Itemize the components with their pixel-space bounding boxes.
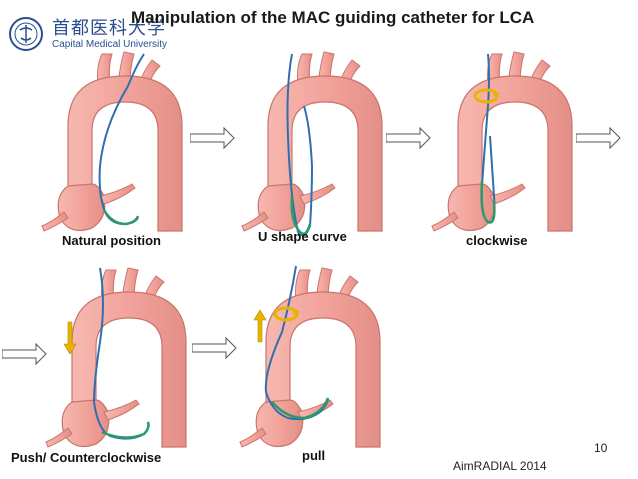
- flow-arrow-icon: [190, 127, 235, 149]
- step-5-label: pull: [302, 448, 326, 463]
- flow-arrow-icon: [192, 337, 237, 359]
- credit-text: AimRADIAL 2014: [453, 459, 547, 473]
- step-4-diagram: [45, 267, 187, 448]
- step-1-label: Natural position: [62, 233, 161, 248]
- flow-arrow-icon: [2, 343, 47, 365]
- university-chinese-name: 首都医科大学: [52, 18, 166, 39]
- counterclockwise-rotation-icon: [111, 374, 123, 385]
- step-3-label: clockwise: [466, 233, 528, 248]
- step-1-diagram: [41, 51, 183, 232]
- pull-arrow-icon: [253, 309, 267, 343]
- step-5-diagram: [239, 265, 381, 448]
- step-2-label: U shape curve: [258, 229, 347, 244]
- step-3-diagram: [431, 51, 573, 232]
- step-2-diagram: [241, 51, 383, 236]
- university-english-name: Capital Medical University: [52, 39, 168, 50]
- page-number: 10: [594, 441, 608, 455]
- catheter-tip: [102, 209, 140, 226]
- slide-title: Manipulation of the MAC guiding catheter…: [131, 8, 535, 27]
- university-logo: 首都医科大学 Capital Medical University: [8, 14, 167, 56]
- university-seal-icon: [9, 17, 43, 51]
- push-arrow-icon: [63, 321, 77, 355]
- step-4-label: Push/ Counterclockwise: [11, 450, 162, 465]
- flow-arrow-icon: [576, 127, 621, 149]
- flow-arrow-icon: [386, 127, 431, 149]
